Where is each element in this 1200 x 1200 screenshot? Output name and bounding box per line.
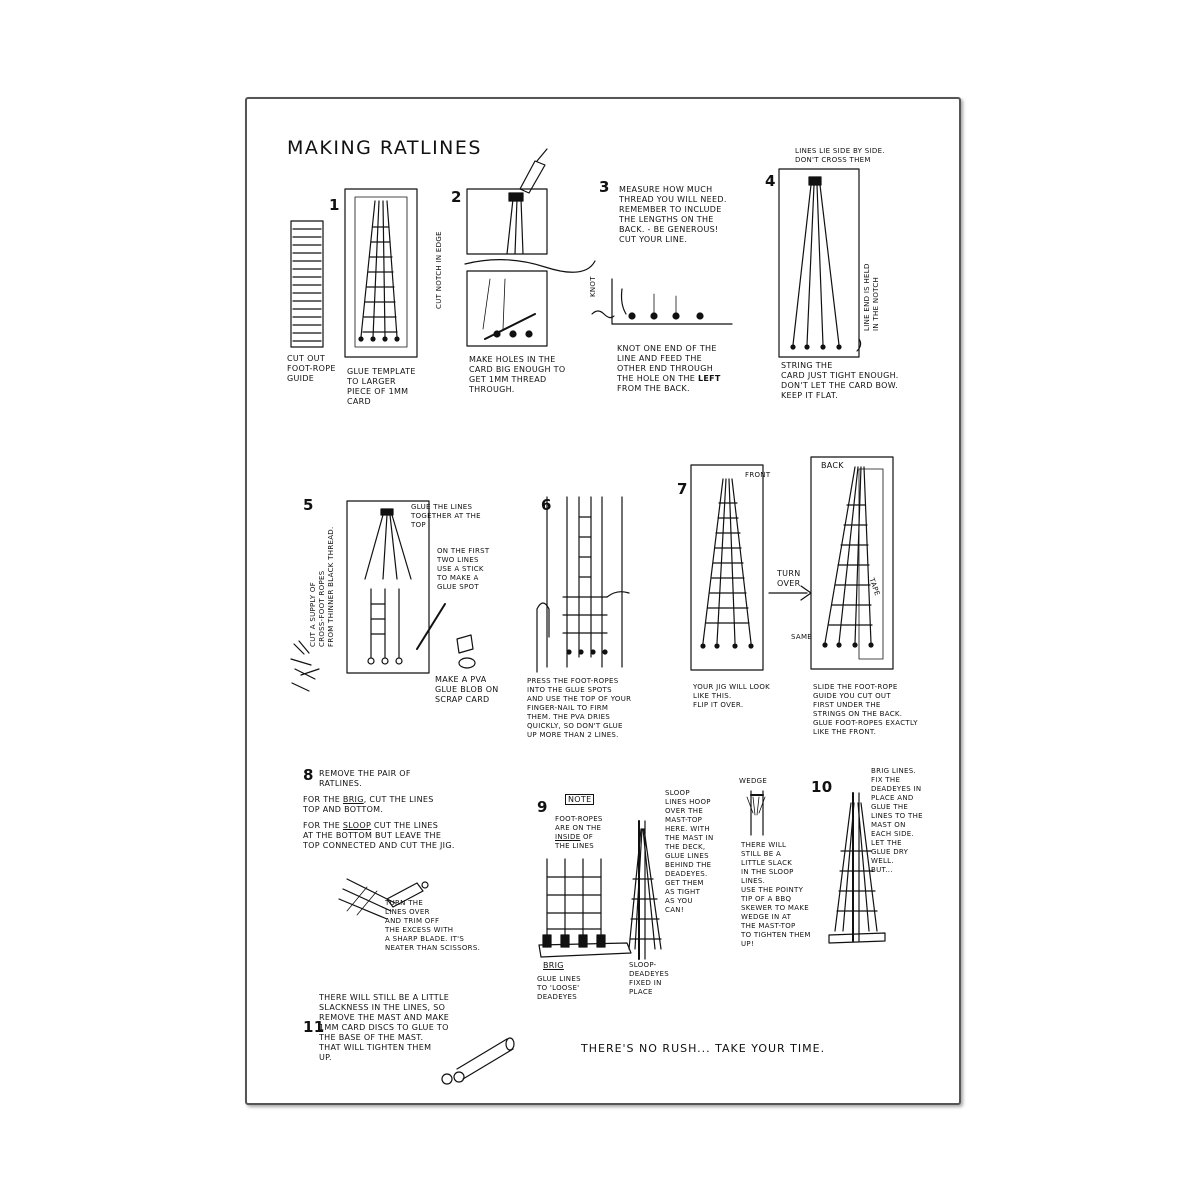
note-label: NOTE [565, 794, 595, 805]
step-7-caption-slide: SLIDE THE FOOT-ROPE GUIDE YOU CUT OUT FI… [813, 683, 918, 736]
turn-over-label: TURN OVER [777, 569, 801, 588]
press-foot-ropes-illustration [536, 496, 630, 673]
wedge-label: WEDGE [739, 777, 768, 785]
card-discs-illustration [441, 1037, 515, 1085]
jig-back-illustration [810, 456, 894, 670]
footer-message: THERE'S NO RUSH... TAKE YOUR TIME. [581, 1042, 826, 1055]
brig-caption: GLUE LINES TO 'LOOSE' DEADEYES [537, 975, 581, 1001]
step-3-caption: KNOT ONE END OF THE LINE AND FEED THE OT… [617, 344, 721, 393]
step-1-caption-template: GLUE TEMPLATE TO LARGER PIECE OF 1MM CAR… [347, 367, 416, 406]
strung-card-illustration [778, 168, 862, 358]
step-9-number: 9 [537, 798, 548, 816]
brig-deadeyes-illustration [538, 858, 632, 958]
step-5-caption: MAKE A PVA GLUE BLOB ON SCRAP CARD [435, 675, 499, 704]
step-8-sloop-text: FOR THE SLOOP CUT THE LINES AT THE BOTTO… [303, 821, 455, 850]
step-10-text: BRIG LINES. FIX THE DEADEYES IN PLACE AN… [871, 767, 923, 874]
step-4-number: 4 [765, 172, 776, 190]
template-card-illustration [344, 188, 418, 358]
step-8-remove-text: REMOVE THE PAIR OF RATLINES. [319, 769, 411, 788]
jig-front-illustration [690, 464, 764, 671]
step-5-supply-note: CUT A SUPPLY OF CROSS-FOOT ROPES FROM TH… [309, 526, 335, 647]
step-5-glue-spot-note: ON THE FIRST TWO LINES USE A STICK TO MA… [437, 547, 490, 591]
wedge-illustration [746, 790, 766, 836]
sloop-mast-illustration [628, 820, 662, 960]
step-8-number: 8 [303, 766, 314, 784]
trim-lines-illustration [338, 878, 429, 920]
step-5-glue-top-note: GLUE THE LINES TOGETHER AT THE TOP [411, 503, 481, 529]
glue-stick-icon [416, 603, 476, 669]
step-3-number: 3 [599, 178, 610, 196]
step-7-caption-jig: YOUR JIG WILL LOOK LIKE THIS. FLIP IT OV… [693, 683, 771, 709]
step-4-notch-note: LINE END IS HELD IN THE NOTCH [863, 263, 880, 331]
step-2-number: 2 [451, 188, 462, 206]
step-9-note: FOOT-ROPES ARE ON THE INSIDE OF THE LINE… [555, 815, 603, 850]
step-4-lines-note: LINES LIE SIDE BY SIDE. DON'T CROSS THEM [795, 147, 885, 164]
page-title: MAKING RATLINES [287, 137, 482, 159]
same-label: SAME [791, 633, 813, 641]
sloop-lines-note: SLOOP LINES HOOP OVER THE MAST-TOP HERE.… [665, 789, 714, 914]
glue-lines-illustration [346, 500, 430, 674]
step-8-trim-note: TURN THE LINES OVER AND TRIM OFF THE EXC… [385, 899, 481, 952]
foot-rope-guide-illustration [290, 220, 324, 348]
step-7-number: 7 [677, 480, 688, 498]
step-6-number: 6 [541, 496, 552, 514]
step-1-number: 1 [329, 196, 340, 214]
step-10-number: 10 [811, 778, 833, 796]
brig-label: BRIG [543, 961, 564, 970]
step-1-notch-note: CUT NOTCH IN EDGE [435, 231, 443, 309]
sloop-deadeyes-caption: SLOOP- DEADEYES FIXED IN PLACE [629, 961, 669, 996]
wedge-note: THERE WILL STILL BE A LITTLE SLACK IN TH… [741, 841, 811, 948]
step-4-caption: STRING THE CARD JUST TIGHT ENOUGH. DON'T… [781, 361, 899, 400]
knotted-thread-illustration [591, 278, 733, 325]
step-5-number: 5 [303, 496, 314, 514]
step-11-number: 11 [303, 1018, 325, 1036]
step-6-caption: PRESS THE FOOT-ROPES INTO THE GLUE SPOTS… [527, 677, 632, 739]
step-1-caption-guide: CUT OUT FOOT-ROPE GUIDE [287, 354, 336, 383]
step-11-text: THERE WILL STILL BE A LITTLE SLACKNESS I… [319, 993, 450, 1062]
step-8-brig-text: FOR THE BRIG, CUT THE LINES TOP AND BOTT… [303, 795, 434, 814]
step-3-instructions: MEASURE HOW MUCH THREAD YOU WILL NEED. R… [619, 185, 727, 244]
step-2-caption: MAKE HOLES IN THE CARD BIG ENOUGH TO GET… [469, 355, 566, 394]
jig-back-label: BACK [821, 461, 844, 470]
hole-punching-illustration [464, 148, 596, 347]
jig-front-label: FRONT [745, 471, 771, 479]
thread-pile-icon [290, 640, 320, 692]
instruction-sheet: MAKING RATLINES 1 CUT OUT FOOT-ROPE GUID… [245, 97, 961, 1105]
brig-mast-illustration [828, 792, 886, 944]
